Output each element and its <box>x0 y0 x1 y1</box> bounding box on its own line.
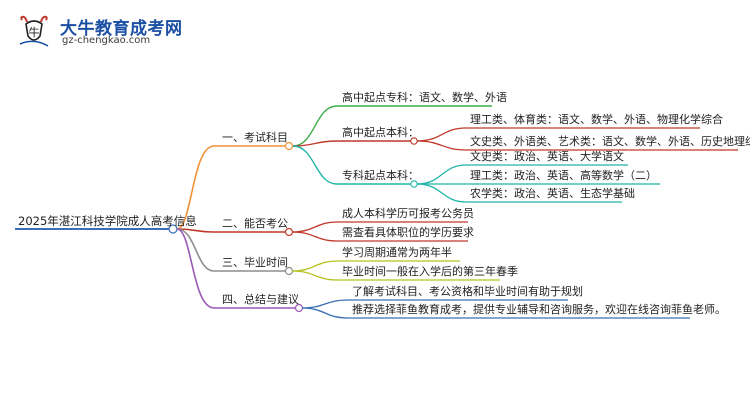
node-science-pe-subjects[interactable]: 理工类、体育类：语文、数学、外语、物理化学综合 <box>470 113 723 126</box>
node-high-to-bachelor[interactable]: 高中起点本科： <box>342 126 419 139</box>
svg-text:牛: 牛 <box>29 25 40 39</box>
b1-dot <box>284 141 294 151</box>
branch-civil-service[interactable]: 二、能否考公 <box>222 217 288 230</box>
node-study-period[interactable]: 学习周期通常为两年半 <box>342 246 452 259</box>
link-c3-g3 <box>416 183 467 203</box>
node-liberal-subjects-upgrade[interactable]: 文史类：政治、英语、大学语文 <box>470 150 624 163</box>
link-root-b4 <box>176 228 215 309</box>
node-agriculture-subjects-upgrade[interactable]: 农学类：政治、英语、生态学基础 <box>470 187 635 200</box>
link-b2-k2 <box>291 231 339 242</box>
link-b4-k2 <box>301 307 349 319</box>
bull-logo-icon: 牛 <box>19 15 49 47</box>
node-liberal-arts-subjects[interactable]: 文史类、外语类、艺术类：语文、数学、外语、历史地理综合 <box>470 135 750 148</box>
node-science-subjects-upgrade[interactable]: 理工类：政治、英语、高等数学（二） <box>470 169 657 182</box>
link-b3-k1 <box>291 260 339 272</box>
link-b1-c2 <box>292 140 338 147</box>
logo-title: 大牛教育成考网 <box>60 19 183 39</box>
branch-graduation-time[interactable]: 三、毕业时间 <box>222 256 288 269</box>
logo-url: gz-chengkao.com <box>62 35 151 46</box>
root-node[interactable]: 2025年湛江科技学院成人高考信息 <box>18 214 197 228</box>
link-root-b3 <box>176 228 215 272</box>
link-c3-g1 <box>416 164 467 185</box>
link-b2-k1 <box>291 221 339 233</box>
link-b1-c1 <box>292 105 338 147</box>
node-recommendation[interactable]: 推荐选择菲鱼教育成考，提供专业辅导和咨询服务，欢迎在线咨询菲鱼老师。 <box>352 303 726 316</box>
link-b3-k2 <box>291 270 339 281</box>
link-c2-g1 <box>416 127 467 142</box>
node-college-to-bachelor[interactable]: 专科起点本科： <box>342 169 419 182</box>
link-c2-g2 <box>416 140 467 151</box>
site-logo[interactable]: 牛 大牛教育成考网 gz-chengkao.com <box>8 4 188 50</box>
node-high-to-junior-college[interactable]: 高中起点专科：语文、数学、外语 <box>342 91 507 104</box>
node-check-position-requirements[interactable]: 需查看具体职位的学历要求 <box>342 226 474 239</box>
branch-exam-subjects[interactable]: 一、考试科目 <box>222 131 288 144</box>
link-b1-c3 <box>292 145 338 185</box>
node-graduation-spring[interactable]: 毕业时间一般在入学后的第三年春季 <box>342 265 518 278</box>
node-planning-advice[interactable]: 了解考试科目、考公资格和毕业时间有助于规划 <box>352 285 583 298</box>
branch-summary[interactable]: 四、总结与建议 <box>222 293 299 306</box>
link-root-b1 <box>176 145 215 230</box>
link-b4-k1 <box>301 299 349 309</box>
node-can-apply-civil-service[interactable]: 成人本科学历可报考公务员 <box>342 207 474 220</box>
